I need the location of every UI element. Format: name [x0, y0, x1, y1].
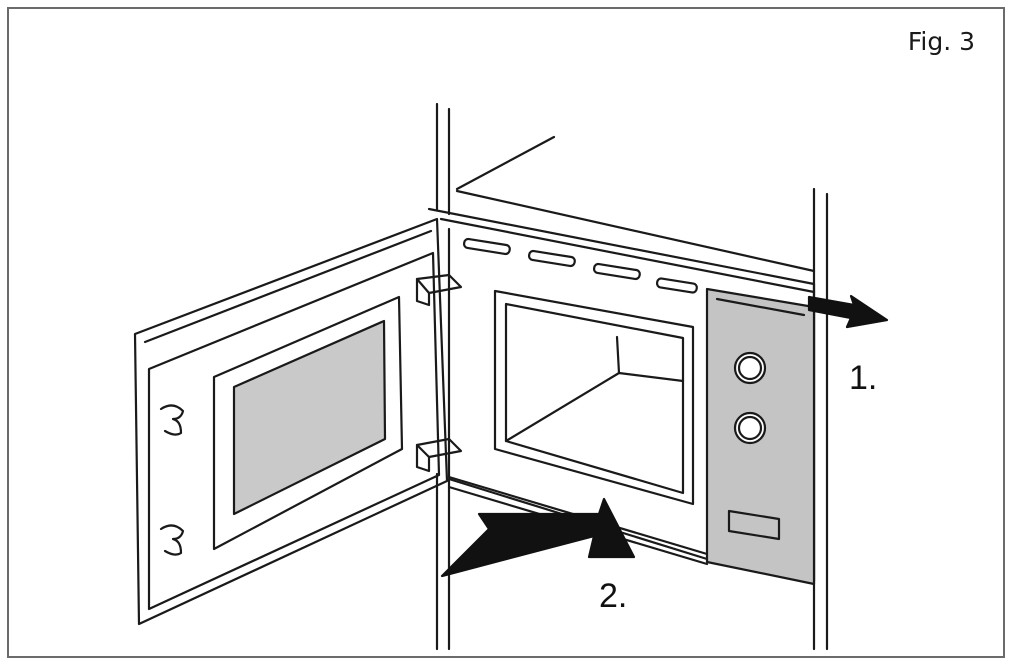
figure-label: Fig. 3 — [907, 27, 975, 56]
control-panel — [705, 287, 816, 586]
inner-cavity — [493, 289, 695, 506]
open-door — [133, 217, 463, 626]
microwave-installation-diagram — [133, 102, 889, 651]
step-2-label: 2. — [599, 577, 628, 615]
vent-slots — [462, 237, 698, 294]
step-1-label: 1. — [849, 359, 878, 397]
arrow-1 — [807, 294, 889, 329]
arrow-2 — [440, 497, 636, 578]
figure-frame: Fig. 3 1. 2. — [7, 7, 1005, 658]
